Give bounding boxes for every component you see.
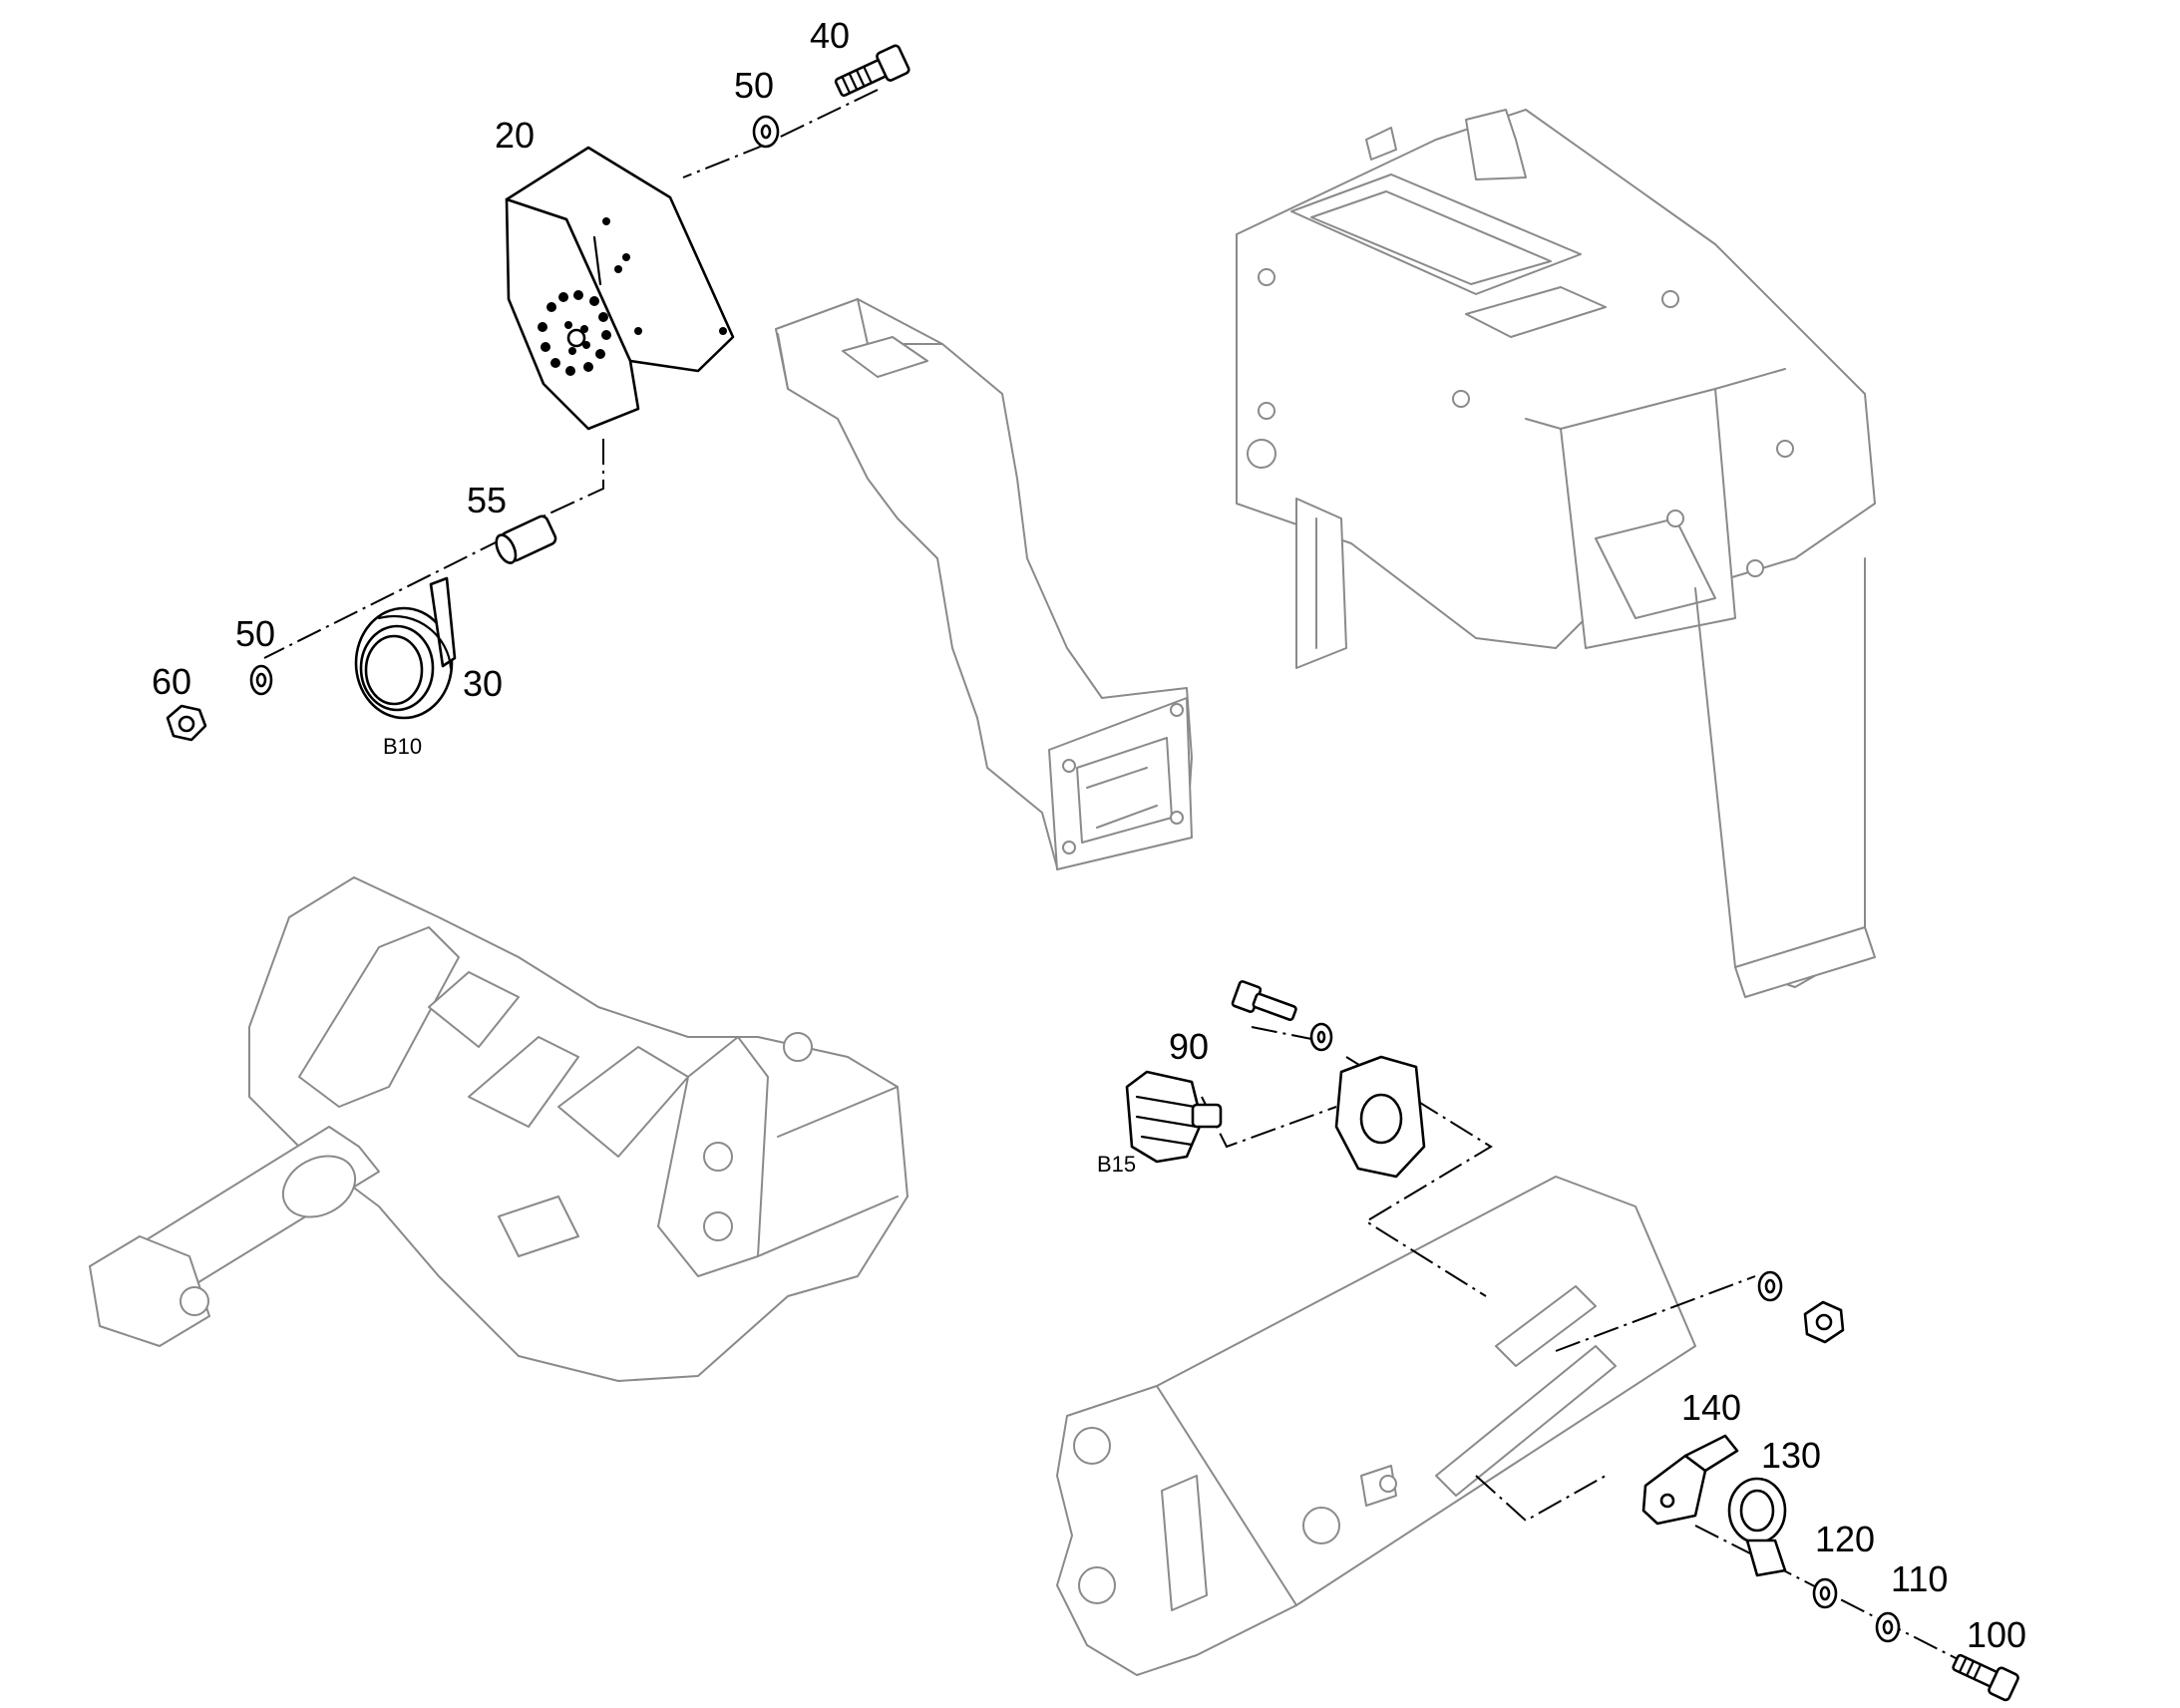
housing-frame [1236, 109, 1876, 998]
callout-130: 130 [1761, 1435, 1821, 1476]
beam-bracket [1056, 1176, 1696, 1676]
beam-washer [1757, 1270, 1783, 1302]
bracket-part-140 [1641, 1434, 1739, 1526]
callout-55: 55 [467, 480, 507, 520]
spacer-part-55 [495, 514, 557, 564]
sublabel-b10: B10 [383, 734, 422, 759]
sensor-mount-plate [1334, 1055, 1426, 1179]
sublabel-b15: B15 [1097, 1152, 1136, 1177]
callout-90: 90 [1169, 1026, 1209, 1067]
callout-20: 20 [495, 115, 535, 156]
horn-part-30 [354, 576, 457, 720]
bolt-part-100 [1952, 1653, 2019, 1702]
callout-140: 140 [1681, 1387, 1741, 1428]
beam-nut [1803, 1300, 1845, 1344]
horn-bracket-part-20 [505, 146, 735, 431]
callout-110: 110 [1891, 1558, 1948, 1599]
callout-60: 60 [152, 661, 191, 702]
callout-40: 40 [810, 15, 850, 56]
washer-part-50-lower [249, 664, 273, 696]
clamp-part-130 [1727, 1477, 1787, 1577]
washer-part-120 [1812, 1577, 1838, 1609]
bolt-part-40 [834, 44, 910, 97]
arm-bracket [775, 298, 1193, 870]
sensor-plate-bolt [1231, 980, 1297, 1022]
callout-30: 30 [463, 663, 503, 704]
boom-pivot-assembly [89, 876, 908, 1382]
callout-labels: 20 40 50 55 50 60 30 B10 90 B15 140 130 … [152, 15, 2026, 1655]
nut-part-60 [166, 704, 207, 742]
callout-100: 100 [1967, 1614, 2026, 1655]
sensor-plate-washer [1309, 1022, 1333, 1052]
washer-part-110 [1875, 1611, 1901, 1643]
callout-50-lower: 50 [235, 613, 275, 654]
callout-50-upper: 50 [734, 65, 774, 106]
callout-120: 120 [1815, 1519, 1875, 1559]
sensor-part-90 [1125, 1070, 1223, 1164]
washer-part-50-upper [752, 115, 780, 149]
